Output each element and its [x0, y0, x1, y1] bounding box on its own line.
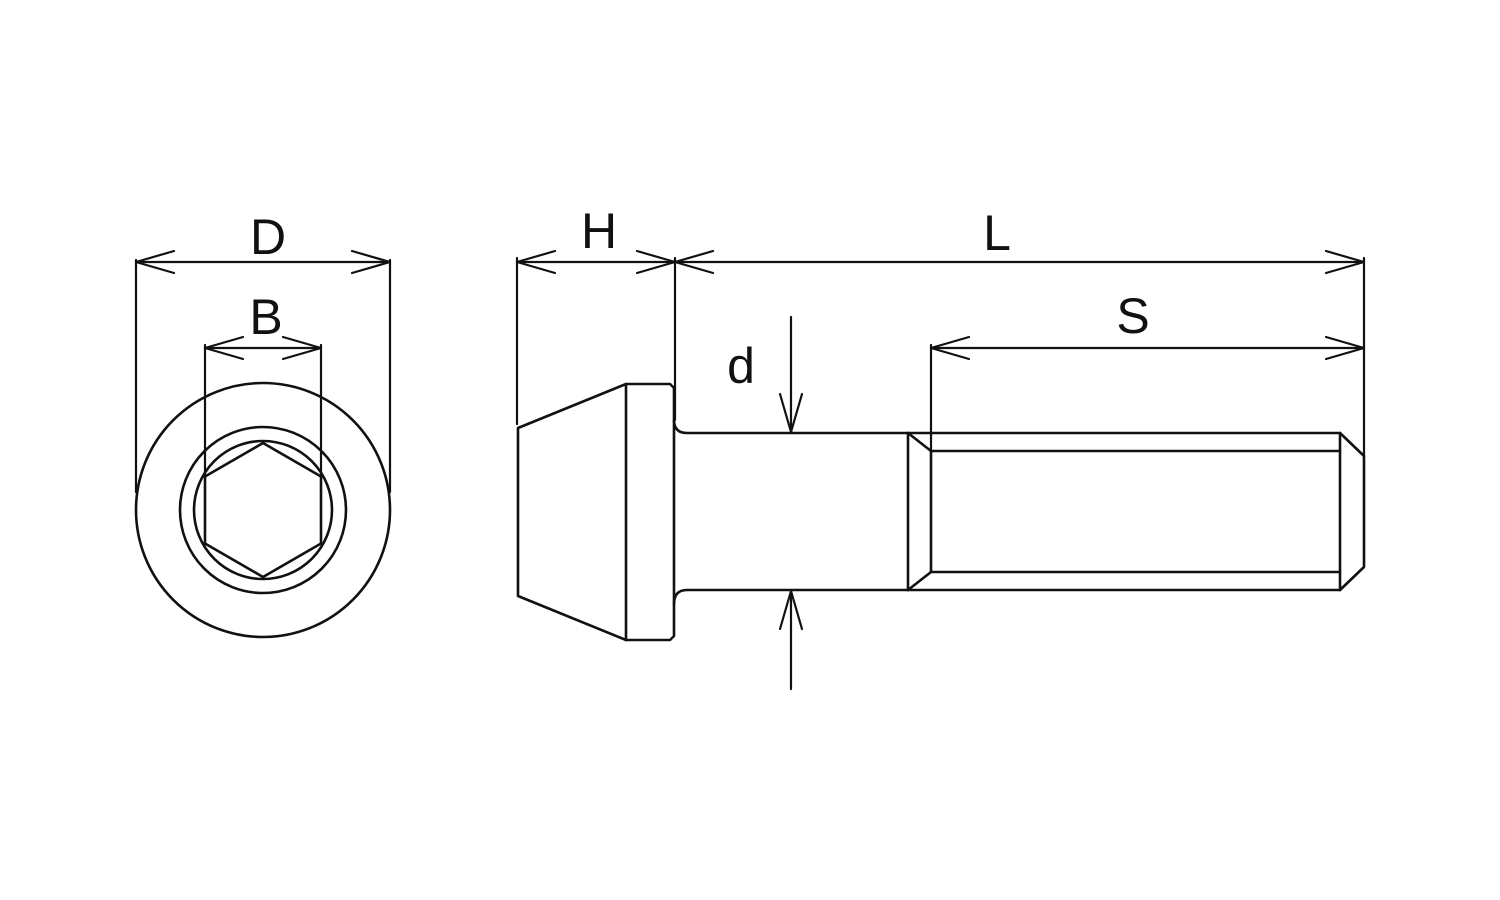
hex-socket — [203, 441, 323, 579]
dimension-D: D — [134, 209, 392, 494]
label-B: B — [249, 289, 282, 345]
dimension-H: H — [515, 203, 677, 426]
thread-section — [906, 431, 1366, 592]
label-H: H — [581, 203, 617, 259]
dimension-S: S — [929, 288, 1366, 453]
dimension-d: d — [727, 315, 804, 691]
label-S: S — [1116, 288, 1149, 344]
end-view: D B — [134, 209, 392, 639]
socket-circle — [192, 439, 334, 581]
label-L: L — [983, 205, 1011, 261]
label-D: D — [250, 209, 286, 265]
side-view: H L S d — [515, 203, 1366, 691]
dimension-B: B — [203, 289, 323, 478]
dimension-L: L — [673, 205, 1366, 458]
bolt-shank — [672, 418, 910, 606]
label-d: d — [727, 338, 755, 394]
head-inner-circle — [178, 425, 348, 595]
head-outer-circle — [134, 381, 392, 639]
bolt-head — [516, 382, 676, 642]
